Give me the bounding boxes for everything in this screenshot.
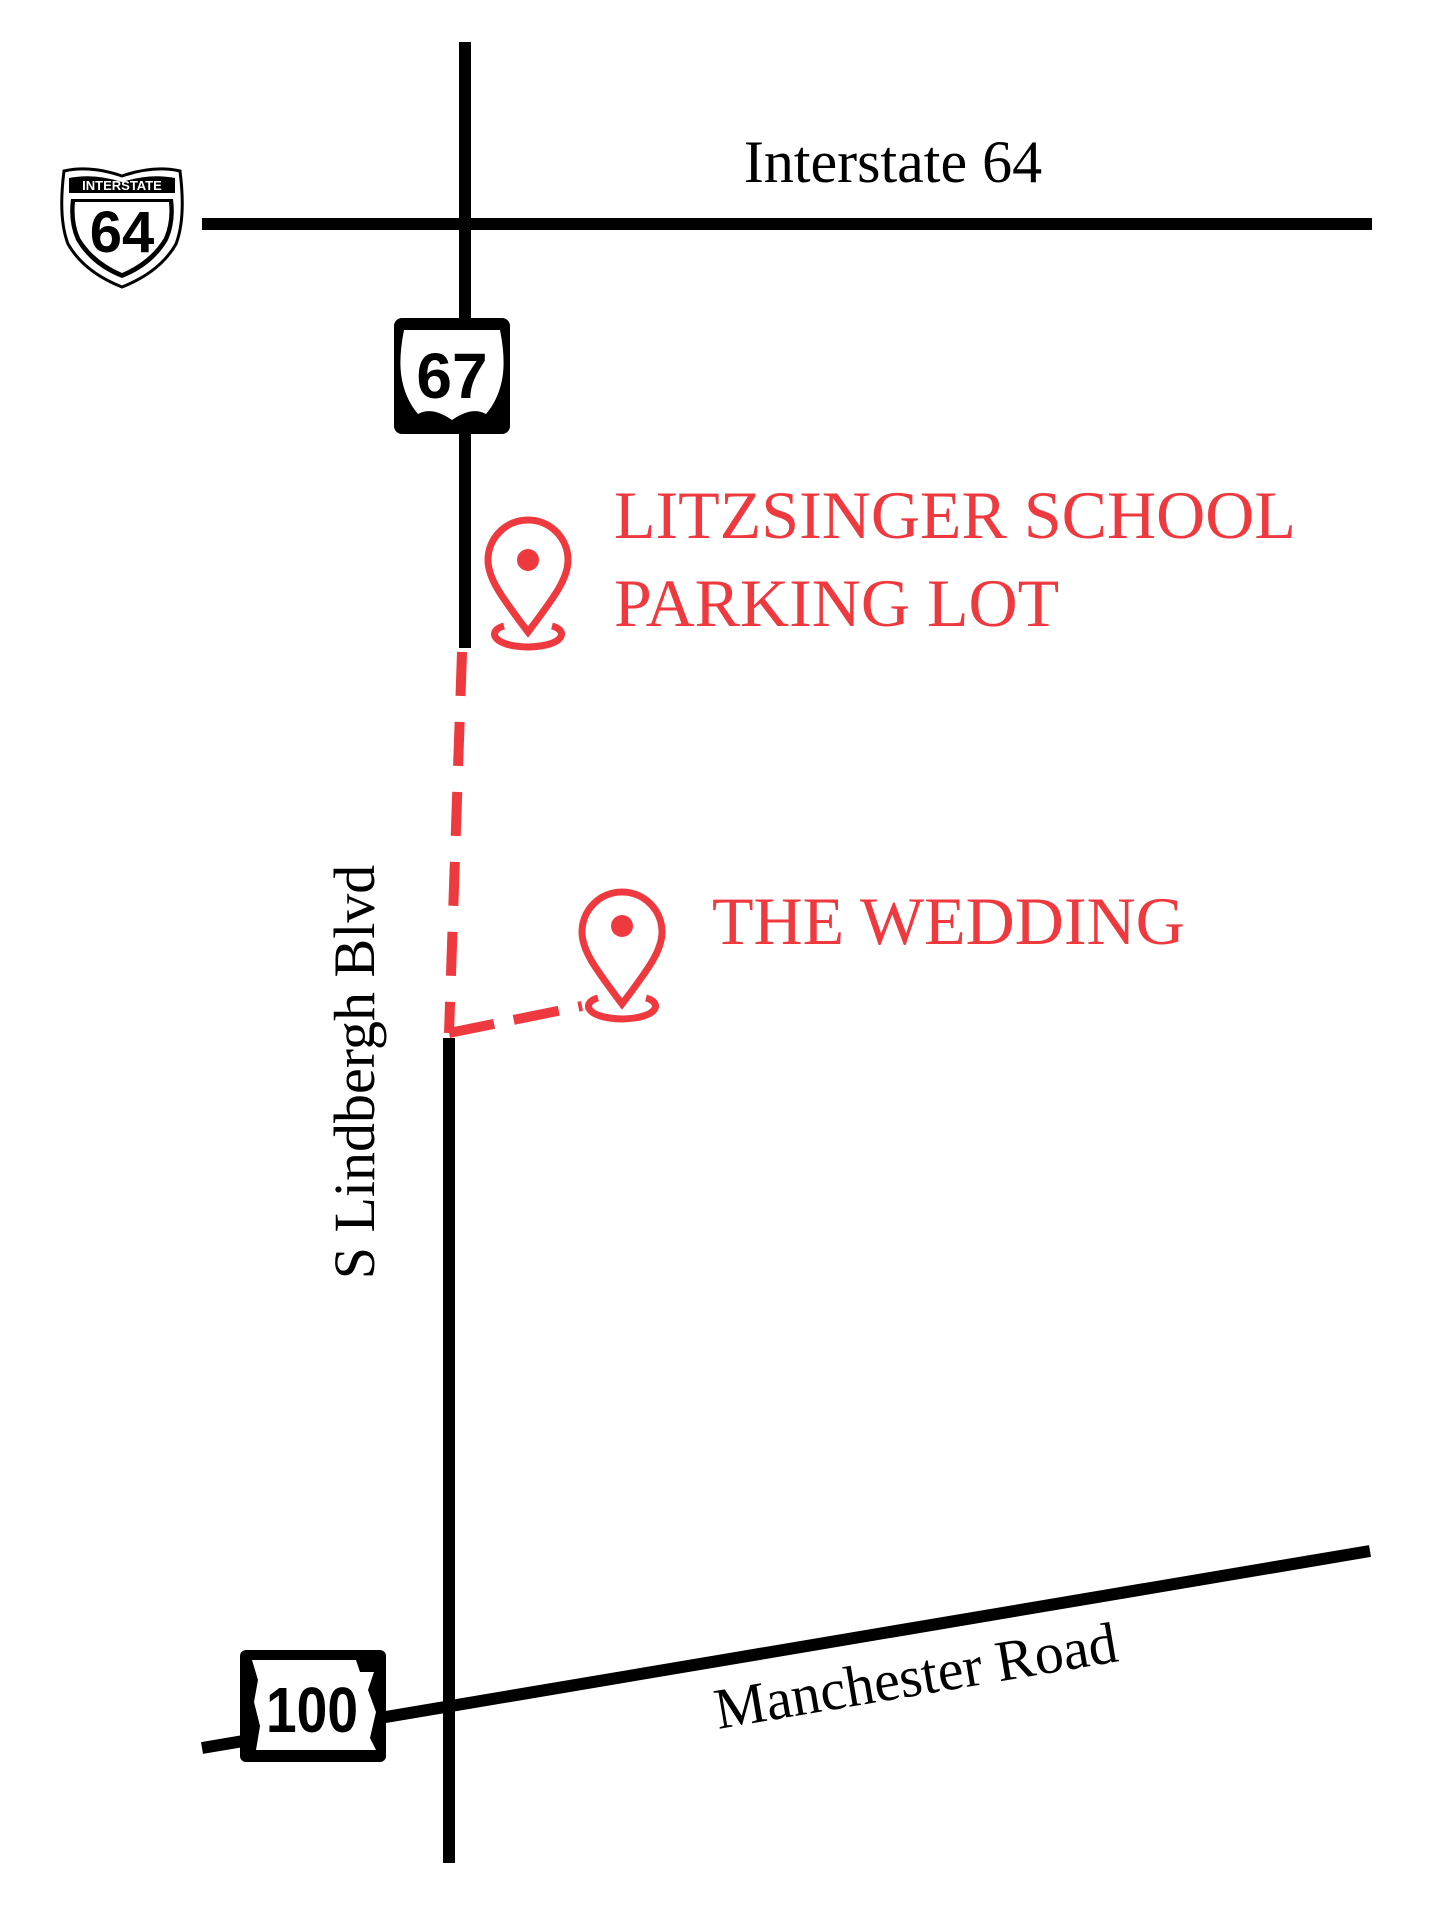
map-pin-icon <box>484 516 572 651</box>
walking-route <box>444 651 583 1038</box>
missouri-route-shield-icon: 100 <box>240 1650 386 1762</box>
interstate-shield-number: 64 <box>90 200 155 265</box>
map-pin-icon <box>578 888 666 1023</box>
route-segment-lindbergh <box>444 651 467 1034</box>
lindbergh-label: S Lindbergh Blvd <box>322 865 387 1280</box>
wedding-label: THE WEDDING <box>712 883 1185 959</box>
litzsinger-label-line2: PARKING LOT <box>614 565 1059 641</box>
us-route-shield-icon: 67 <box>394 318 510 434</box>
route-segment-to-wedding <box>448 1001 583 1038</box>
litzsinger-label-line1: LITZSINGER SCHOOL <box>614 477 1296 553</box>
us-route-shield-number: 67 <box>416 340 487 412</box>
manchester-road <box>201 1545 1371 1754</box>
state-route-shield-number: 100 <box>266 1674 358 1746</box>
interstate-shield-icon: INTERSTATE 64 <box>60 167 184 289</box>
interstate-64-label: Interstate 64 <box>744 129 1042 195</box>
interstate-shield-header: INTERSTATE <box>82 178 162 193</box>
